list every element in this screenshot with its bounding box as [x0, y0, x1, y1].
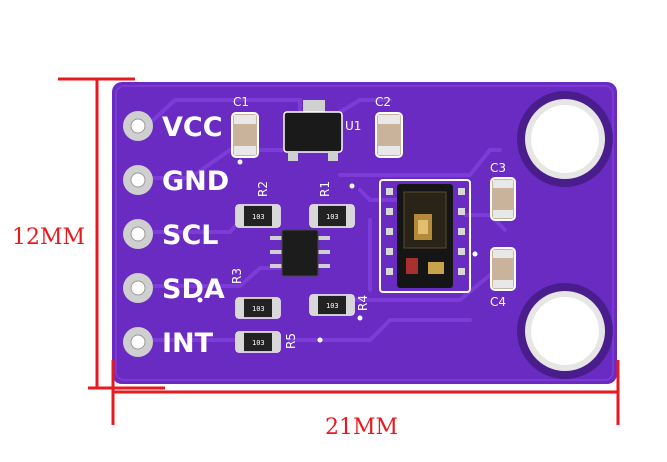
resistor-r3: 103 R3	[230, 268, 281, 319]
capacitor-c2: C2	[375, 95, 403, 158]
pin-label-sda: SDA	[162, 274, 225, 305]
resistor-r5: 103 R5	[235, 331, 298, 353]
optical-sensor	[379, 179, 471, 293]
pin-sda: SDA	[123, 273, 225, 305]
silk-r5: R5	[284, 333, 298, 349]
resistor-r2: 103 R2	[235, 181, 281, 228]
height-dimension	[58, 77, 165, 390]
resistor-code-r5: 103	[252, 339, 265, 347]
resistor-code-r4: 103	[326, 302, 339, 310]
capacitor-c4: C4	[490, 247, 516, 309]
pin-label-vcc: VCC	[162, 112, 223, 143]
capacitor-c3: C3	[490, 161, 516, 221]
silk-c4: C4	[490, 295, 506, 309]
silk-r2: R2	[256, 181, 270, 197]
width-dimension-label: 21MM	[325, 415, 398, 440]
mounting-hole-top	[517, 91, 613, 187]
capacitor-c1: C1	[231, 95, 259, 158]
silk-r3: R3	[230, 268, 244, 284]
header-pins: VCC GND SCL SDA INT	[123, 111, 229, 359]
pin-int: INT	[123, 327, 214, 359]
mounting-hole-bottom	[517, 283, 613, 379]
pin-label-scl: SCL	[162, 220, 218, 251]
resistor-r4: 103 R4	[309, 294, 370, 316]
height-dimension-label: 12MM	[12, 225, 85, 250]
silk-r1: R1	[318, 181, 332, 197]
resistor-code-r3: 103	[252, 305, 265, 313]
silk-c2: C2	[375, 95, 391, 109]
silk-c1: C1	[233, 95, 249, 109]
resistor-code-r1: 103	[326, 213, 339, 221]
pin-label-int: INT	[162, 328, 214, 359]
width-dimension	[111, 360, 620, 425]
pin-vcc: VCC	[123, 111, 223, 143]
pin-gnd: GND	[123, 165, 229, 197]
silk-u1: U1	[345, 119, 361, 133]
regulator-u1: U1	[283, 100, 361, 161]
silk-c3: C3	[490, 161, 506, 175]
vias	[197, 159, 478, 343]
pin-scl: SCL	[123, 219, 218, 251]
resistor-r1: 103 R1	[309, 181, 355, 228]
silk-r4: R4	[356, 295, 370, 311]
resistor-code-r2: 103	[252, 213, 265, 221]
pin-label-gnd: GND	[162, 166, 229, 197]
level-shifter-ic	[270, 229, 330, 277]
